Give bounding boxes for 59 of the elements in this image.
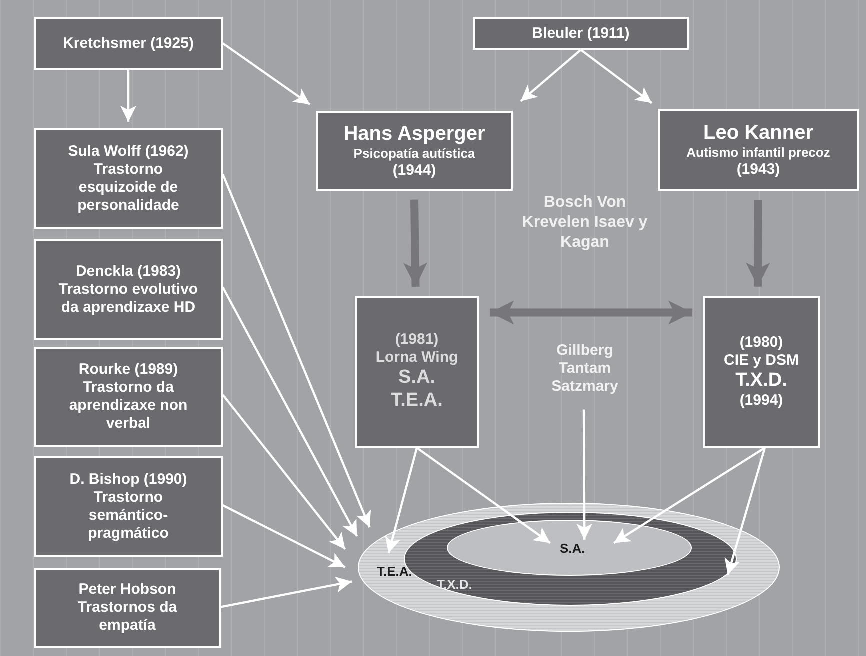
node-text: (1980) <box>740 334 784 352</box>
note-text: Bosch Von Krevelen Isaev y Kagan <box>521 193 649 253</box>
author-box <box>34 17 223 70</box>
arrow <box>580 49 653 104</box>
author-box <box>703 296 820 448</box>
node-text: Trastorno semántico-pragmático <box>87 488 170 542</box>
thick-arrow <box>746 200 770 287</box>
node-text: D. Bishop (1990) <box>70 470 188 488</box>
node-text: T.X.D. <box>736 370 788 392</box>
node-text: (1944) <box>392 162 436 180</box>
thick-arrow <box>403 200 428 287</box>
author-box <box>658 109 859 191</box>
arrow <box>576 410 593 540</box>
arrow <box>222 286 358 538</box>
arrow <box>520 49 582 102</box>
node-text: Leo Kanner <box>703 121 814 146</box>
node-text: Rourke (1989) <box>78 361 178 379</box>
arrow <box>222 42 311 106</box>
author-box <box>34 128 223 229</box>
node-text: Hans Asperger <box>344 122 486 146</box>
arrow <box>220 576 352 608</box>
arrow <box>416 447 551 544</box>
node-text: CIE y DSM <box>724 352 799 370</box>
node-text: Lorna Wing <box>376 349 458 368</box>
node-text: T.E.A. <box>391 390 443 413</box>
node-text: S.A. <box>398 367 436 390</box>
arrow <box>385 448 418 554</box>
node-text: Autismo infantil precoz <box>686 145 830 161</box>
arrow <box>120 70 136 122</box>
arrow <box>724 448 766 576</box>
node-text: Gillberg Tantam Satzmary <box>550 342 620 396</box>
author-box <box>316 111 513 191</box>
author-box <box>34 239 223 340</box>
node-text: Peter Hobson <box>78 581 176 599</box>
node-text: Kretchsmer (1925) <box>63 34 194 52</box>
author-box <box>34 568 221 648</box>
node-text: Trastorno da aprendizaxe non verbal <box>68 379 189 433</box>
node-text: Sula Wolff (1962) <box>68 142 189 160</box>
node-text: (1981) <box>395 331 439 350</box>
region-label: T.E.A. <box>377 564 412 579</box>
node-text: Psicopatía autística <box>354 146 476 162</box>
arrow <box>222 394 346 550</box>
arrow <box>613 447 766 544</box>
node-text: (1943) <box>736 160 780 179</box>
node-text: Denckla (1983) <box>76 262 182 280</box>
node-text: Trastorno evolutivo da aprendizaxe HD <box>58 280 200 316</box>
region-label: S.A. <box>560 541 586 556</box>
arrow <box>222 174 372 528</box>
author-box <box>34 347 223 447</box>
author-box <box>473 17 689 50</box>
node-text: Bleuler (1911) <box>532 24 630 42</box>
arrow <box>222 504 346 568</box>
node-text: Trastorno esquizoide de personalidade <box>76 160 180 214</box>
node-text: (1994) <box>740 392 784 410</box>
region-label: T.X.D. <box>437 577 472 592</box>
node-text: Trastornos da empatía <box>76 599 178 635</box>
author-box <box>355 296 479 448</box>
author-box <box>34 456 223 557</box>
thick-arrow <box>490 300 692 325</box>
